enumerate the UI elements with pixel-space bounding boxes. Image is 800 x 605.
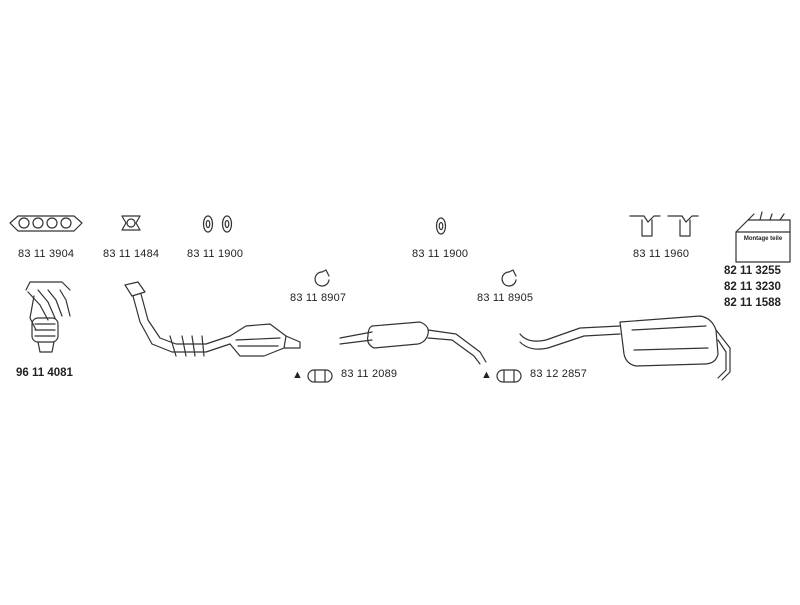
rubber-mount-number-2: 83 11 1900 (412, 248, 469, 260)
clamp-ring-number-2: 83 11 8905 (477, 292, 534, 304)
clamp-ring-number-1: 83 11 8907 (290, 292, 347, 304)
exhaust-manifold-icon (26, 282, 70, 352)
manifold-catalyst-number: 96 11 4081 (16, 367, 73, 379)
gasket-manifold-icon (10, 216, 82, 231)
u-clamp-icon (308, 370, 521, 382)
mounting-kit-icon (736, 212, 790, 262)
hanger-icon (630, 216, 698, 236)
rubber-mount-number-1: 83 11 1900 (187, 248, 244, 260)
rear-silencer-icon (520, 316, 730, 380)
mounting-kit-label: Montage teile (743, 236, 783, 242)
square-gasket-icon (122, 216, 140, 230)
downpipe-catalyst-icon (125, 282, 300, 356)
clamp-number-2: 83 12 2857 (530, 368, 588, 380)
clamp-number-1: 83 11 2089 (341, 368, 398, 380)
mount-kit-number-3: 82 11 1588 (724, 297, 781, 309)
rubber-mount-icon (204, 216, 232, 232)
mount-kit-number-2: 82 11 3230 (724, 281, 781, 293)
warning-triangle-icon-2: ▲ (481, 369, 492, 381)
mount-kit-number-1: 82 11 3255 (724, 265, 781, 277)
middle-muffler-icon (340, 322, 486, 364)
gasket-manifold-number: 83 11 3904 (18, 248, 75, 260)
warning-triangle-icon: ▲ (292, 369, 303, 381)
square-gasket-number: 83 11 1484 (103, 248, 160, 260)
rubber-mount-icon-2 (437, 218, 446, 234)
hanger-number: 83 11 1960 (633, 248, 690, 260)
clamp-ring-icon (315, 270, 516, 286)
